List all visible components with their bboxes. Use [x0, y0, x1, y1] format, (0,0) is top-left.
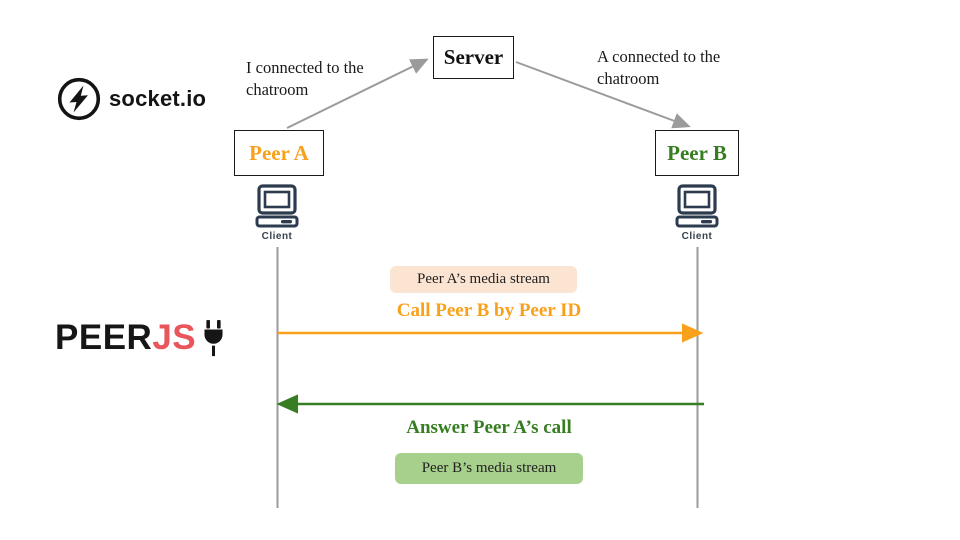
annotation-b-connected: A connected to the chatroom — [597, 47, 721, 88]
computer-icon — [255, 184, 299, 229]
socketio-logo: socket.io — [56, 76, 206, 122]
client-label: Client — [261, 231, 293, 242]
peer-a-node: Peer A — [234, 130, 324, 176]
peer-b-media-stream-badge: Peer B’s media stream — [395, 453, 583, 484]
client-peer-b: Client — [675, 184, 719, 242]
peer-b-node: Peer B — [655, 130, 739, 176]
client-label: Client — [681, 231, 713, 242]
peer-a-label: Peer A — [249, 140, 309, 165]
client-peer-a: Client — [255, 184, 299, 242]
call-message: Call Peer B by Peer ID — [396, 300, 582, 321]
answer-message: Answer Peer A’s call — [406, 417, 572, 438]
annotation-a-connected: I connected to the chatroom — [246, 58, 364, 99]
plug-icon — [202, 320, 225, 358]
peer-a-media-stream-badge: Peer A’s media stream — [390, 266, 577, 293]
server-label: Server — [443, 45, 504, 69]
server-node: Server — [433, 36, 514, 79]
socketio-wordmark: socket.io — [109, 86, 207, 111]
peerjs-logo: PEERJS — [55, 320, 225, 358]
peerjs-wordmark: PEERJS — [55, 318, 197, 357]
peer-b-label: Peer B — [667, 140, 727, 165]
computer-icon — [675, 184, 719, 229]
lightning-bolt-circle-icon — [56, 76, 102, 122]
